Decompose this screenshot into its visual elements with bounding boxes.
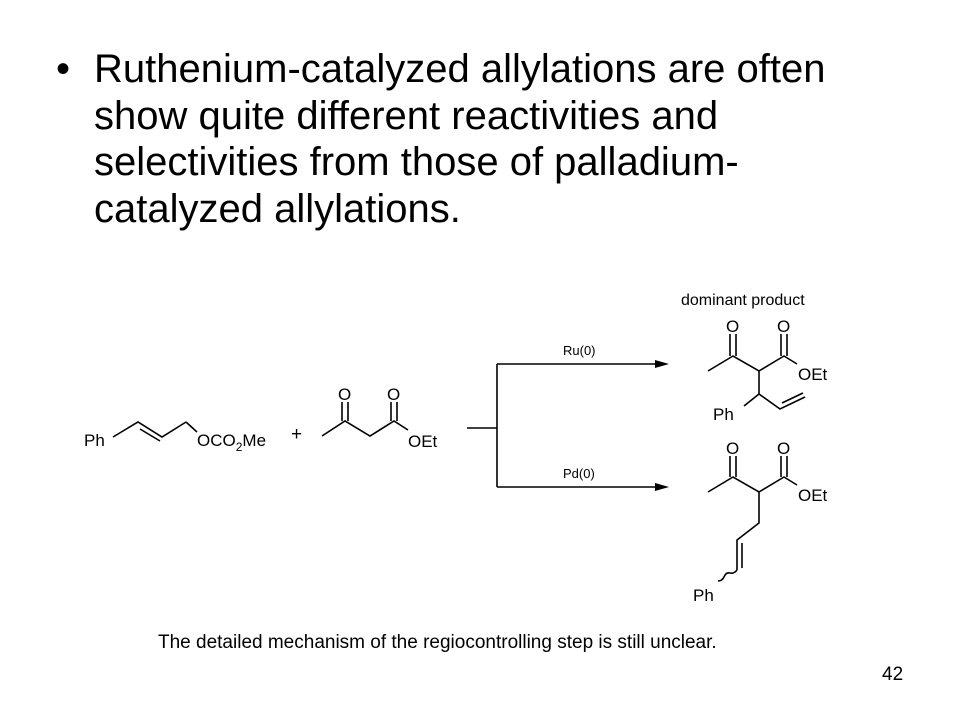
pd-product-o-1: O bbox=[726, 439, 739, 458]
bullet-text: Ruthenium-catalyzed allylations are ofte… bbox=[94, 47, 826, 231]
carbonate-label: OCO2Me bbox=[197, 431, 266, 454]
ru-product-chain bbox=[707, 355, 798, 372]
dominant-product-label: dominant product bbox=[681, 292, 805, 309]
ru-product-ph: Ph bbox=[713, 405, 734, 424]
pd-product-carbonyl-1 bbox=[729, 456, 737, 477]
cinnamyl-o-bond bbox=[185, 421, 198, 433]
ru-product-vinyl-double bbox=[781, 392, 804, 404]
bullet-marker: • bbox=[56, 47, 71, 91]
ru-product-oet: OEt bbox=[798, 365, 828, 384]
ru-product-vinyl bbox=[758, 393, 806, 410]
pd-product-allyl bbox=[736, 492, 760, 570]
acetoacetate-o-2: O bbox=[387, 385, 400, 404]
pd-product-wavy-bond bbox=[717, 569, 738, 582]
ru-product-o-1: O bbox=[726, 317, 739, 336]
caption: The detailed mechanism of the regiocontr… bbox=[158, 632, 717, 653]
ru-catalyst-label: Ru(0) bbox=[563, 343, 596, 358]
acetoacetate-o-1: O bbox=[338, 385, 351, 404]
ru-product-carbonyl-2 bbox=[780, 334, 788, 356]
acetoacetate-chain bbox=[321, 420, 409, 437]
acetoacetate-carbonyl-2 bbox=[390, 402, 398, 421]
pd-product-chain bbox=[707, 476, 798, 493]
acetoacetate-oet: OEt bbox=[408, 432, 438, 451]
cinnamyl-double-bond bbox=[139, 428, 161, 442]
pd-arrowhead bbox=[655, 483, 669, 491]
reaction-scheme: Ph OCO2Me + O O OEt Ru(0) Pd(0) dominant… bbox=[84, 292, 828, 605]
page-number: 42 bbox=[882, 664, 904, 685]
cinnamyl-chain bbox=[112, 421, 187, 438]
pd-product-oet: OEt bbox=[798, 486, 828, 505]
pd-product-ph: Ph bbox=[693, 586, 714, 605]
plus-sign: + bbox=[291, 424, 302, 445]
ru-product-ph-bond bbox=[743, 393, 760, 407]
ph-label-reactant: Ph bbox=[84, 431, 105, 450]
ru-arrowhead bbox=[655, 360, 669, 368]
pd-product-carbonyl-2 bbox=[780, 456, 788, 477]
ru-product-carbonyl-1 bbox=[729, 334, 737, 356]
ru-product-o-2: O bbox=[777, 317, 790, 336]
pd-catalyst-label: Pd(0) bbox=[563, 466, 595, 481]
acetoacetate-carbonyl-1 bbox=[341, 402, 349, 421]
pd-product-o-2: O bbox=[777, 439, 790, 458]
